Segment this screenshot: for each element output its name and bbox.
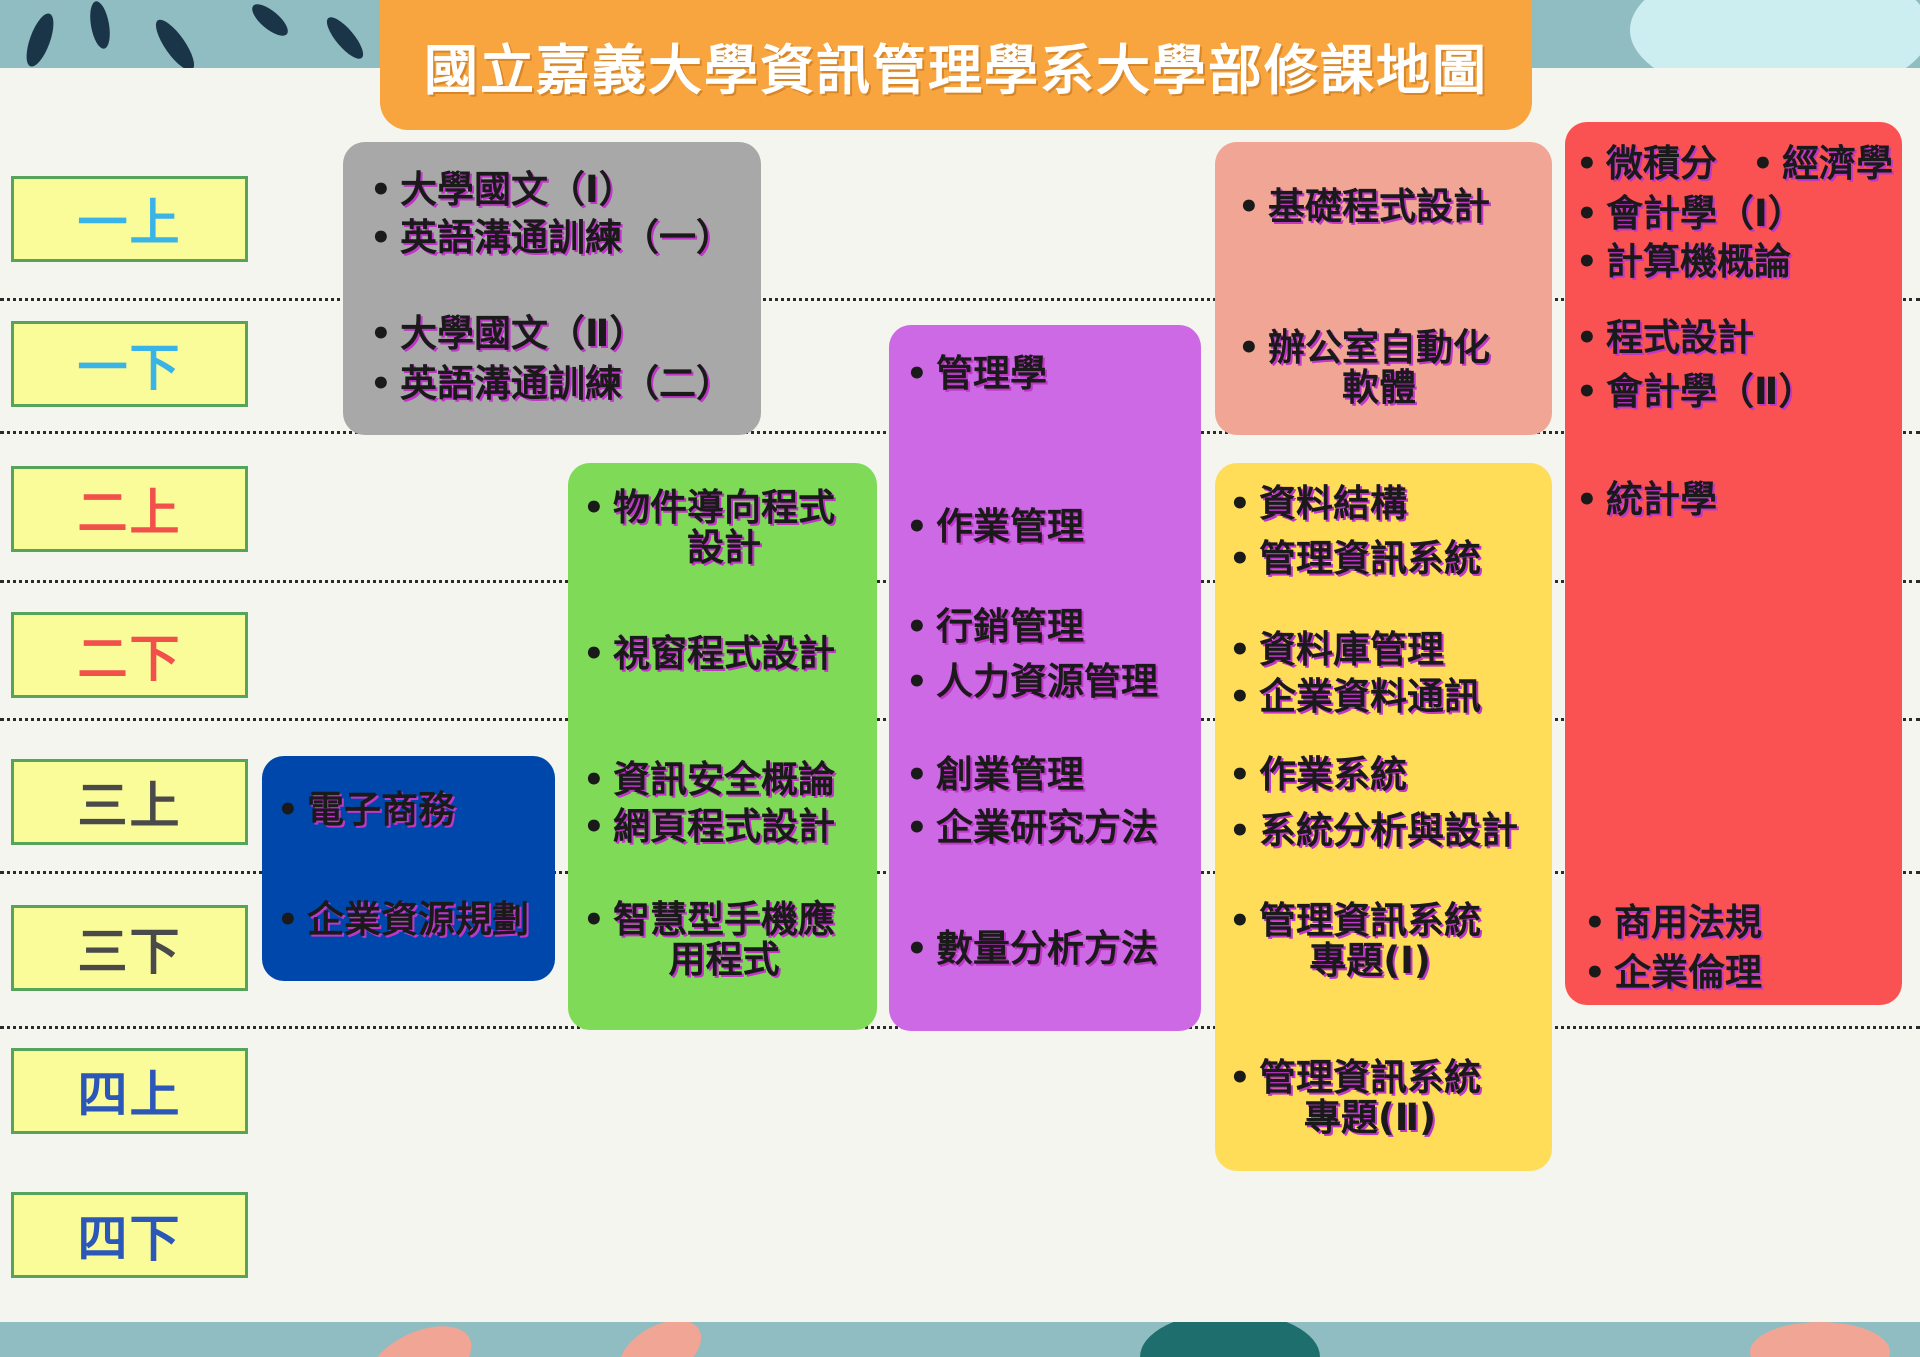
course-item: •英語溝通訓練（一）	[370, 216, 733, 259]
course-item: •企業倫理	[1584, 951, 1762, 994]
course-item: •作業系統	[1229, 753, 1407, 796]
course-group-programming	[568, 463, 877, 1030]
leaf-decor	[368, 1322, 1890, 1357]
semester-text: 一上	[77, 194, 182, 252]
course-group-ecommerce	[262, 756, 555, 981]
semester-label: 三下	[11, 905, 248, 991]
course-item: •資料庫管理	[1229, 628, 1444, 671]
course-item: •視窗程式設計	[583, 632, 835, 675]
course-item: •企業資料通訊	[1229, 675, 1481, 718]
semester-label: 一下	[11, 321, 248, 407]
course-item: •經濟學	[1752, 142, 1893, 185]
course-item: •管理資訊系統	[1229, 537, 1481, 580]
course-group-management	[889, 325, 1201, 1031]
course-item: •企業資源規劃	[277, 898, 529, 941]
semester-text: 三下	[77, 923, 182, 981]
course-item: •管理資訊系統專題(Ⅰ)	[1229, 899, 1481, 982]
title-banner: 國立嘉義大學資訊管理學系大學部修課地圖	[380, 0, 1532, 130]
course-item: •系統分析與設計	[1229, 809, 1518, 852]
course-group-general	[343, 142, 761, 435]
course-group-fundamentals	[1565, 122, 1902, 1005]
semester-label: 二上	[11, 466, 248, 552]
course-item: •網頁程式設計	[583, 805, 835, 848]
course-item: •計算機概論	[1576, 240, 1791, 283]
semester-text: 二下	[77, 630, 182, 688]
semester-text: 一下	[77, 339, 182, 397]
brush-stroke-decor	[26, 0, 1920, 68]
semester-label: 四上	[11, 1048, 248, 1134]
course-item: •作業管理	[906, 505, 1084, 548]
course-item: •英語溝通訓練（二）	[370, 362, 733, 405]
course-item: •統計學	[1576, 478, 1717, 521]
course-item: •程式設計	[1576, 316, 1754, 359]
course-item: •大學國文（Ⅰ）	[370, 168, 636, 211]
course-group-information-systems	[1215, 463, 1552, 1171]
semester-text: 二上	[77, 484, 182, 542]
course-item: •數量分析方法	[906, 927, 1158, 970]
course-item: •會計學（Ⅱ）	[1576, 370, 1816, 413]
semester-text: 三上	[77, 777, 182, 835]
semester-separator	[0, 298, 1920, 301]
semester-label: 四下	[11, 1192, 248, 1278]
bottom-decor-band	[0, 1322, 1920, 1357]
course-item: •企業研究方法	[906, 806, 1158, 849]
course-item: •資訊安全概論	[583, 758, 835, 801]
course-item: •管理資訊系統專題(Ⅱ)	[1229, 1056, 1481, 1139]
semester-label: 二下	[11, 612, 248, 698]
course-item: •大學國文（Ⅱ）	[370, 312, 647, 355]
semester-text: 四上	[77, 1066, 182, 1124]
course-group-basic-programming	[1215, 142, 1552, 435]
course-item: •智慧型手機應用程式	[583, 898, 835, 981]
course-item: •行銷管理	[906, 605, 1084, 648]
course-item: •會計學（Ⅰ）	[1576, 192, 1805, 235]
course-item: •物件導向程式設計	[583, 486, 835, 569]
course-item: •電子商務	[277, 788, 455, 831]
course-item: •管理學	[906, 352, 1047, 395]
course-item: •創業管理	[906, 753, 1084, 796]
semester-label: 一上	[11, 176, 248, 262]
course-item: •辦公室自動化軟體	[1238, 326, 1490, 409]
course-item: •資料結構	[1229, 482, 1407, 525]
course-item: •基礎程式設計	[1238, 185, 1490, 228]
course-item: •人力資源管理	[906, 660, 1158, 703]
course-item: •商用法規	[1584, 901, 1762, 944]
course-item: •微積分	[1576, 142, 1717, 185]
semester-text: 四下	[77, 1210, 182, 1268]
semester-label: 三上	[11, 759, 248, 845]
page-title: 國立嘉義大學資訊管理學系大學部修課地圖	[424, 38, 1488, 102]
